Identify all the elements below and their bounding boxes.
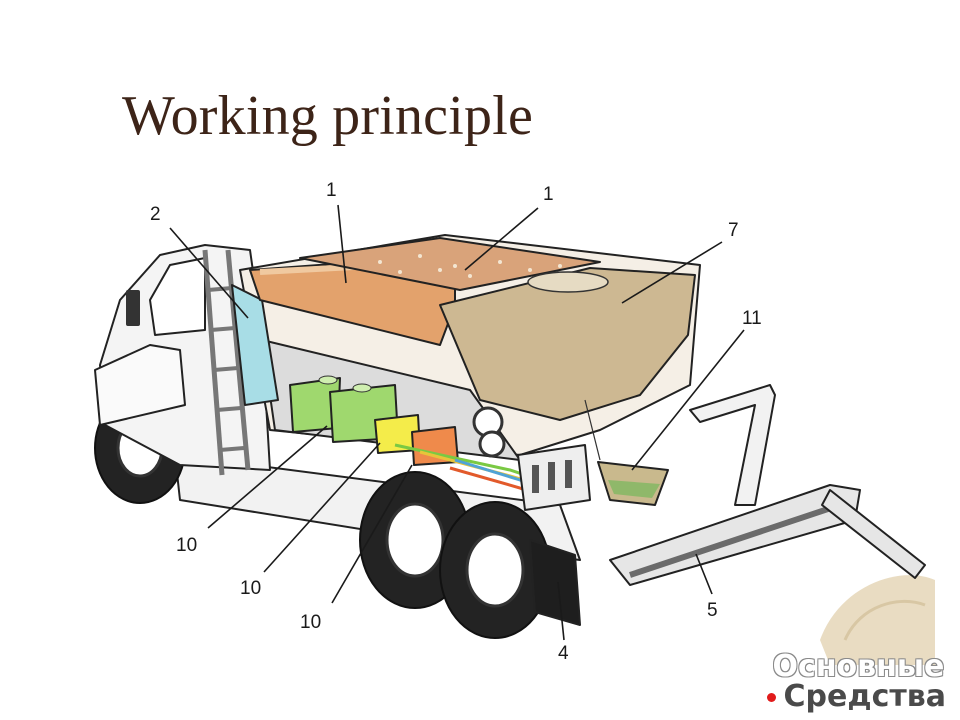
chute-arm xyxy=(689,384,776,506)
callout-sand-hopper: 1 xyxy=(326,180,337,201)
cab-window xyxy=(149,257,206,336)
concrete-pile-shade xyxy=(843,599,926,641)
watermark-line2: Средства xyxy=(783,679,946,714)
cement-bin xyxy=(439,267,696,421)
side-mirror xyxy=(126,290,140,326)
callout-tank-c: 10 xyxy=(300,612,321,633)
red-dot-icon xyxy=(766,692,776,702)
callout-tank-a: 10 xyxy=(176,535,197,556)
cement-downpipe xyxy=(584,399,601,461)
callout-mixer: 11 xyxy=(742,308,762,329)
water-tank xyxy=(231,284,279,406)
chute-auger xyxy=(629,502,841,578)
callout-rear: 4 xyxy=(558,643,569,664)
callout-aggregate-hopper: 1 xyxy=(543,184,554,205)
cement-bin-hatch xyxy=(527,271,609,293)
aggregate-speckle xyxy=(378,254,562,278)
callout-water-tank: 2 xyxy=(150,204,161,225)
callout-cement-bin: 7 xyxy=(728,220,739,241)
mixer-contents xyxy=(608,480,660,498)
leader-lines xyxy=(169,204,745,641)
cab-hood xyxy=(94,344,186,426)
callout-chute: 5 xyxy=(707,600,718,621)
callout-tank-b: 10 xyxy=(240,578,261,599)
watermark-logo: Основные Средства xyxy=(766,649,946,714)
rear-wheels xyxy=(359,471,551,639)
watermark-line1: Основные xyxy=(772,649,945,684)
drive-gears xyxy=(472,406,506,458)
watermark-line2-wrap: Средства xyxy=(766,679,946,714)
aggregate-hopper xyxy=(299,237,601,291)
concrete-pile xyxy=(820,575,935,665)
mudflap xyxy=(529,539,581,626)
chute-end xyxy=(821,489,926,579)
control-gauges xyxy=(532,460,572,493)
page-title: Working principle xyxy=(122,85,534,147)
